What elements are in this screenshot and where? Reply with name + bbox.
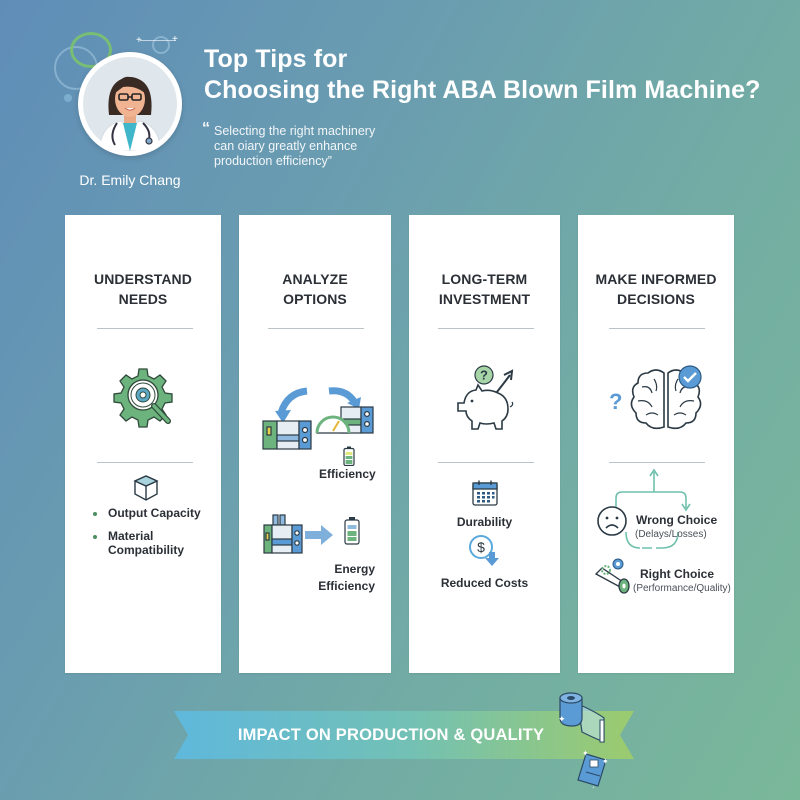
quote-line-2: can oiary greatly enhance — [214, 139, 358, 153]
card-title: LONG-TERM INVESTMENT — [409, 269, 560, 309]
brain-check-icon — [626, 365, 706, 437]
divider — [97, 462, 193, 463]
card-title-line-1: ANALYZE — [282, 271, 348, 287]
svg-text:?: ? — [480, 368, 488, 383]
svg-text:✦: ✦ — [602, 757, 609, 766]
efficiency-label: Efficiency — [319, 467, 376, 481]
card-make-informed-decisions: MAKE INFORMED DECISIONS ? — [578, 215, 734, 673]
avatar — [78, 52, 182, 156]
machines-compare-icon — [261, 383, 379, 455]
page-title: Top Tips for Choosing the Right ABA Blow… — [204, 44, 760, 106]
energy-label-line-2: Efficiency — [318, 579, 375, 593]
card-title: UNDERSTAND NEEDS — [65, 269, 221, 309]
divider — [609, 328, 705, 329]
divider — [268, 328, 364, 329]
decorative-green-ring — [70, 32, 112, 68]
energy-efficiency-label: Energy Efficiency — [315, 561, 375, 595]
right-choice-sublabel: (Performance/Quality) — [633, 583, 731, 594]
film-roll-gears-icon — [592, 558, 634, 594]
calendar-icon — [472, 480, 498, 506]
title-line-2: Choosing the Right ABA Blown Film Machin… — [204, 76, 761, 104]
card-title-line-2: DECISIONS — [617, 291, 695, 307]
sparkle-icon: + — [172, 35, 178, 45]
bullet-output-capacity: Output Capacity — [108, 506, 201, 520]
svg-text:✦: ✦ — [590, 785, 597, 788]
quote-line-1: Selecting the right machinery — [214, 124, 376, 138]
wrong-choice-label: Wrong Choice — [636, 513, 718, 527]
card-title-line-2: NEEDS — [118, 291, 168, 307]
decorative-line — [140, 40, 176, 41]
piggy-bank-icon: ? — [454, 365, 524, 435]
card-title-line-1: MAKE INFORMED — [595, 271, 717, 287]
film-roll-icon: ✦ ✦ ✦ ✦ — [548, 688, 618, 788]
svg-text:$: $ — [477, 539, 485, 555]
durability-label: Durability — [456, 515, 513, 529]
battery-icon — [343, 446, 355, 466]
divider — [438, 328, 534, 329]
card-analyze-options: ANALYZE OPTIONS — [239, 215, 391, 673]
question-mark-icon: ? — [609, 389, 623, 414]
energy-label-line-1: Energy — [334, 562, 375, 576]
divider — [438, 462, 534, 463]
reduced-costs-label: Reduced Costs — [440, 576, 529, 590]
card-title-line-2: INVESTMENT — [438, 291, 531, 307]
box-icon — [133, 474, 159, 502]
machine-arrow-battery-icon — [263, 513, 363, 557]
impact-banner: IMPACT ON PRODUCTION & QUALITY — [174, 711, 634, 759]
bullet-compatibility: Compatibility — [108, 543, 185, 557]
sad-face-icon — [596, 505, 628, 537]
svg-text:✦: ✦ — [582, 749, 589, 758]
card-long-term-investment: LONG-TERM INVESTMENT ? — [409, 215, 560, 673]
card-title-line-2: OPTIONS — [283, 291, 347, 307]
card-title: ANALYZE OPTIONS — [239, 269, 391, 309]
svg-text:✦: ✦ — [558, 715, 566, 725]
card-title-line-1: LONG-TERM — [441, 271, 528, 287]
dollar-down-icon: $ — [468, 535, 502, 567]
right-choice-label: Right Choice — [640, 567, 714, 581]
card-title: MAKE INFORMED DECISIONS — [578, 269, 734, 309]
divider — [97, 328, 193, 329]
bullet-dot — [93, 512, 97, 516]
gear-magnifier-icon — [112, 365, 176, 431]
title-line-1: Top Tips for — [204, 45, 348, 73]
quote-line-3: production efficiency” — [214, 154, 332, 168]
quote: “ Selecting the right machinery can oiar… — [202, 121, 376, 169]
quote-mark-icon: “ — [202, 120, 210, 137]
decorative-ring — [152, 36, 170, 54]
card-title-line-1: UNDERSTAND — [94, 271, 192, 287]
decorative-dot — [64, 94, 72, 102]
card-understand-needs: UNDERSTAND NEEDS — [65, 215, 221, 673]
doctor-avatar-icon — [83, 57, 177, 151]
bullet-dot — [93, 535, 97, 539]
banner-text: IMPACT ON PRODUCTION & QUALITY — [237, 726, 545, 744]
divider — [609, 462, 705, 463]
bullet-material: Material — [108, 529, 154, 543]
wrong-choice-sublabel: (Delays/Losses) — [635, 529, 707, 540]
decision-flow-arrows-icon — [612, 468, 692, 558]
sparkle-icon: + — [136, 35, 142, 46]
author-name: Dr. Emily Chang — [79, 172, 181, 188]
